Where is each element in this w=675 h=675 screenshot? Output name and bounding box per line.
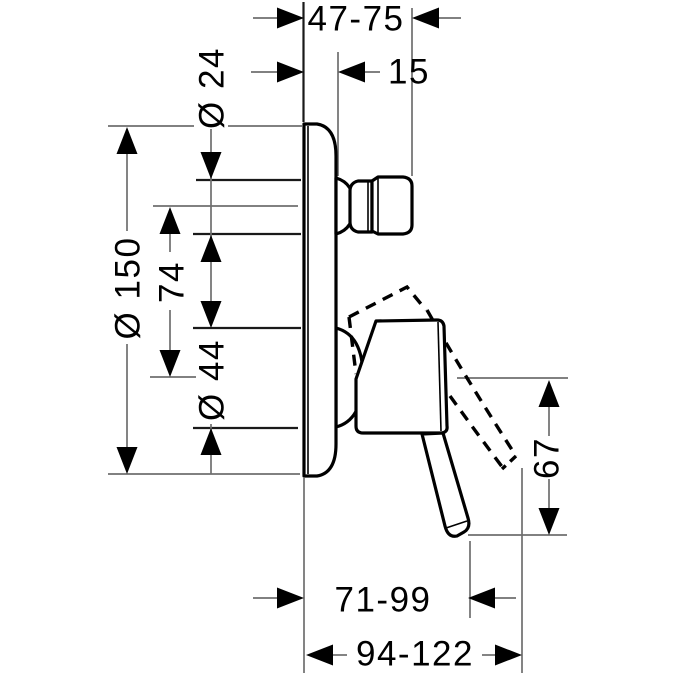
arrow-down-icon: [116, 447, 138, 474]
arrow-down-icon: [200, 152, 222, 179]
dim-sleeve-diameter: Ø 44: [193, 339, 232, 421]
arrow-down-icon: [538, 508, 560, 535]
handle-body: [354, 318, 449, 435]
arrow-left-icon: [412, 7, 439, 29]
alt-handle-left-dashed: [347, 316, 358, 375]
lever-arm: [420, 431, 471, 538]
arrow-down-icon: [159, 350, 181, 377]
handle-alt-position: [347, 284, 518, 471]
alt-lever-lower-dashed: [448, 395, 505, 470]
lever-tip-line: [445, 520, 468, 529]
arrow-down-icon: [200, 301, 222, 328]
handle-face-line: [437, 321, 442, 432]
arrow-left-icon: [306, 644, 333, 666]
dim-lever-drop: 67: [528, 437, 567, 479]
alt-handle-top-dashed: [348, 284, 428, 319]
arrow-right-icon: [495, 644, 522, 666]
dim-centers-distance: 74: [153, 261, 192, 303]
dimension-arrows: [116, 7, 560, 666]
arrow-right-icon: [277, 61, 304, 83]
alt-lever-tip-dashed: [500, 454, 518, 471]
plate-outline: [302, 122, 338, 478]
dim-installation-depth: 47-75: [307, 0, 404, 39]
diverter-knob: [334, 175, 414, 236]
arrow-up-icon: [200, 428, 222, 455]
dim-knob-diameter: Ø 24: [193, 47, 232, 129]
dim-plate-diameter: Ø 150: [109, 237, 148, 340]
escutcheon-plate: [302, 122, 338, 478]
arrow-up-icon: [200, 235, 222, 262]
arrow-up-icon: [116, 127, 138, 154]
dim-knob-protrusion: 15: [388, 53, 430, 92]
handle-grip: [354, 318, 449, 435]
arrow-up-icon: [538, 380, 560, 407]
handle-lever: [420, 431, 471, 538]
dimension-labels: 47-75 15 Ø 24 Ø 150 74 Ø 44 67 71-99 94-…: [109, 0, 567, 674]
arrow-left-icon: [468, 587, 495, 609]
dim-lever-reach-max: 94-122: [356, 635, 474, 674]
knob-stem: [348, 179, 374, 234]
alt-lever-upper-dashed: [425, 309, 518, 457]
dim-lever-reach: 71-99: [334, 581, 431, 620]
arrow-left-icon: [338, 61, 365, 83]
arrow-right-icon: [277, 587, 304, 609]
arrow-up-icon: [159, 207, 181, 234]
arrow-right-icon: [277, 7, 304, 29]
knob-cap: [370, 175, 414, 236]
